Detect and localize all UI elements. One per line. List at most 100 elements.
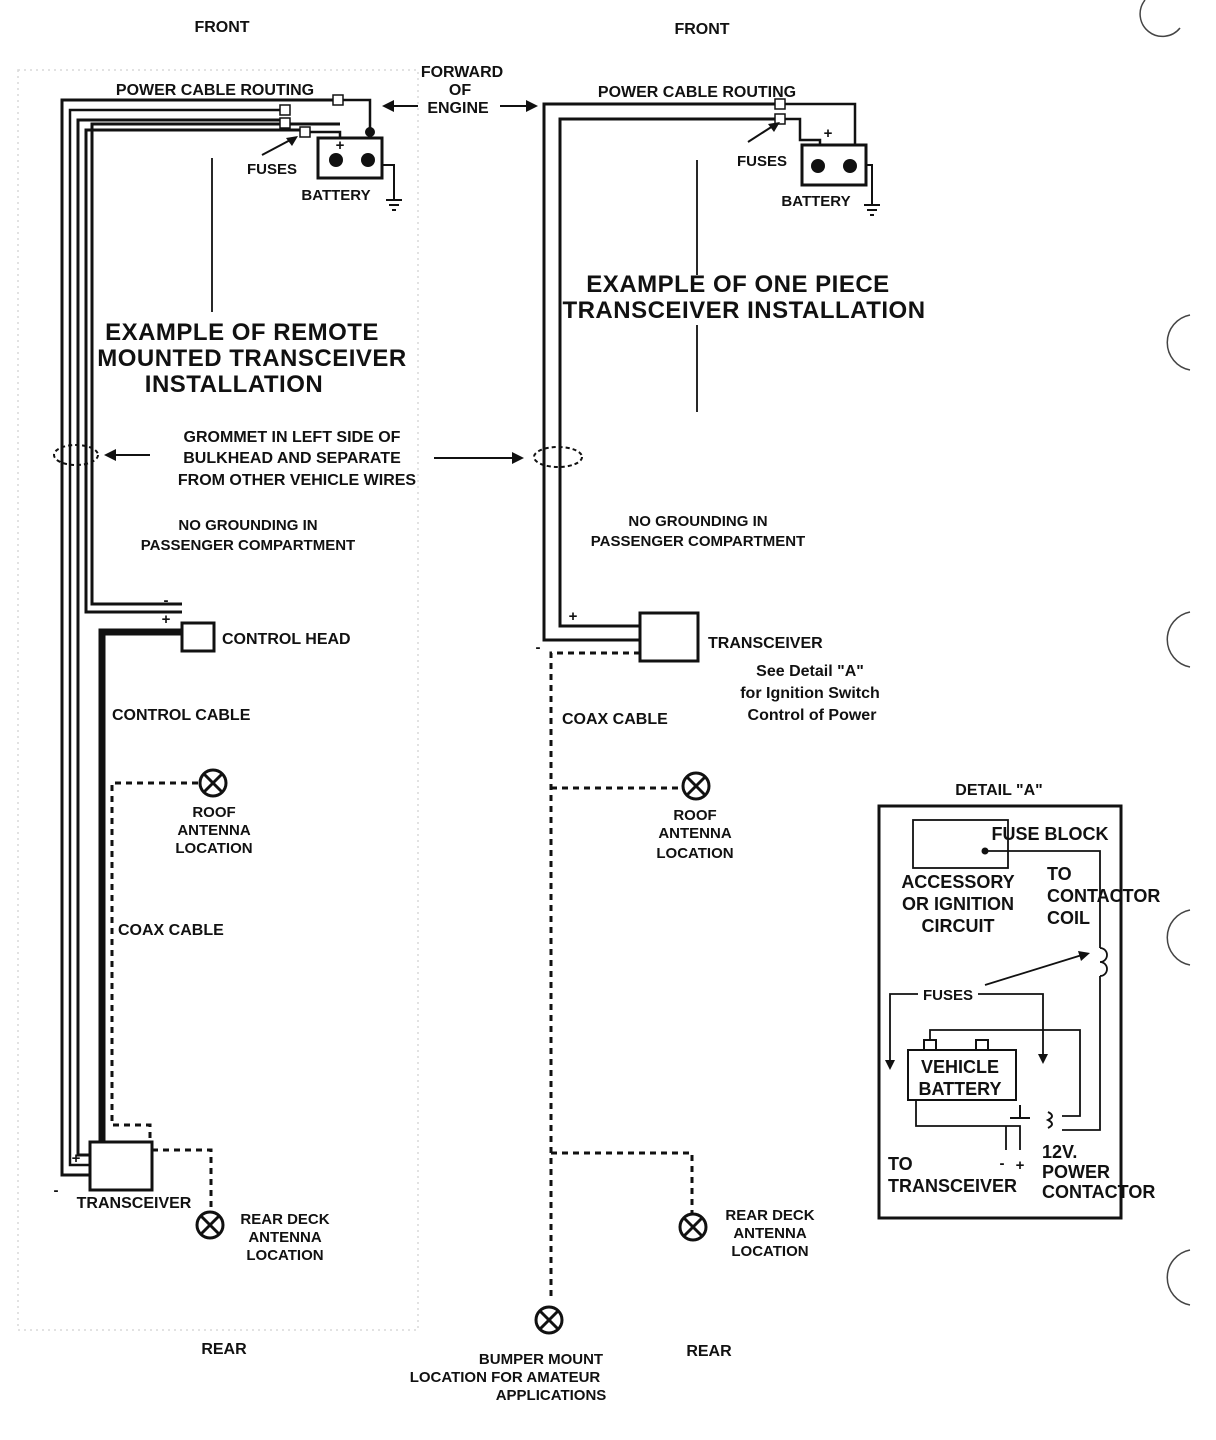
left-rear-deck-antenna-icon [195, 1210, 225, 1240]
detail-title: DETAIL "A" [955, 782, 1042, 799]
left-roof-antenna-line2: ANTENNA [177, 822, 250, 839]
detail-frame [877, 804, 1123, 1220]
bumper-mount-antenna-icon [534, 1305, 564, 1335]
contactor-line1: 12V. [1042, 1142, 1077, 1162]
fuse-holder [774, 113, 786, 125]
fuse-wire [889, 993, 918, 1064]
left-rear-deck-line3: LOCATION [246, 1247, 323, 1264]
vehicle-battery-line1: VEHICLE [921, 1057, 999, 1077]
rear-coax-line [152, 1148, 213, 1212]
right-fuses-label: FUSES [737, 153, 787, 170]
fuse-holder [279, 104, 291, 116]
bumper-line3: APPLICATIONS [496, 1387, 607, 1404]
vehicle-battery-line2: BATTERY [919, 1079, 1002, 1099]
battery-lead [785, 117, 822, 150]
left-front-label: FRONT [194, 19, 249, 36]
control-cable-wire [98, 628, 182, 1145]
left-coax-cable-label: COAX CABLE [118, 922, 224, 939]
to-transceiver-line2: TRANSCEIVER [888, 1176, 1017, 1196]
svg-text:+: + [336, 137, 345, 154]
left-roof-antenna-line3: LOCATION [175, 840, 252, 857]
power-cable-wire [558, 117, 775, 628]
left-power-routing-label: POWER CABLE ROUTING [116, 82, 314, 99]
forward-line1: FORWARD [421, 64, 503, 81]
left-transceiver-minus: - [54, 1182, 59, 1199]
control-cable-label: CONTROL CABLE [112, 707, 251, 724]
left-rear-label: REAR [201, 1341, 247, 1358]
fuses-pointer-head [286, 136, 298, 146]
control-head-minus: - [164, 592, 169, 609]
control-head-plus: + [162, 611, 171, 628]
center-annotations: FORWARD OF ENGINE GROMMET IN LEFT SIDE O… [104, 64, 606, 1404]
left-fuses-label: FUSES [247, 161, 297, 178]
battery-lead [785, 102, 857, 155]
right-roof-antenna-line1: ROOF [673, 807, 716, 824]
detail-a: DETAIL "A" FUSE BLOCK ACCESSORY OR IGNIT… [877, 782, 1160, 1220]
right-no-grounding-line1: NO GROUNDING IN [628, 513, 767, 530]
coax-cable-line [110, 781, 198, 1142]
battery-wire [929, 1029, 1081, 1117]
fuse-block-label: FUSE BLOCK [992, 824, 1109, 844]
fuse-block-box [912, 819, 1009, 869]
right-rear-deck-line1: REAR DECK [725, 1207, 814, 1224]
contactor-pointer-head [1078, 951, 1090, 961]
accessory-line2: OR IGNITION [902, 894, 1014, 914]
vehicle-battery-box [907, 1049, 1017, 1101]
to-contactor-line3: COIL [1047, 908, 1090, 928]
forward-arrow-left-head [382, 100, 394, 112]
power-cable-wire [68, 108, 280, 1167]
right-roof-antenna-icon [681, 771, 711, 801]
fuse-wire [978, 993, 1044, 1058]
contactor-pointer [984, 954, 1083, 986]
right-front-label: FRONT [674, 21, 729, 38]
fuse-holder [332, 94, 344, 106]
left-grommet-icon [53, 444, 99, 466]
coil-wire [985, 850, 1101, 948]
right-rear-deck-line3: LOCATION [731, 1243, 808, 1260]
detail-fuses-label: FUSES [923, 987, 973, 1004]
right-transceiver-label: TRANSCEIVER [708, 635, 823, 652]
right-coax-cable-label: COAX CABLE [562, 711, 668, 728]
bumper-line1: BUMPER MOUNT [479, 1351, 603, 1368]
right-battery-icon: + [800, 125, 880, 216]
contactor-line2: POWER [1042, 1162, 1110, 1182]
right-rear-deck-line2: ANTENNA [733, 1225, 806, 1242]
left-roof-antenna-line1: ROOF [192, 804, 235, 821]
right-transceiver-plus: + [569, 608, 578, 625]
power-cable-wire [90, 122, 340, 606]
accessory-line1: ACCESSORY [901, 872, 1014, 892]
left-rear-deck-line2: ANTENNA [248, 1229, 321, 1246]
left-rear-deck-line1: REAR DECK [240, 1211, 329, 1228]
left-no-grounding-line2: PASSENGER COMPARTMENT [141, 537, 355, 554]
fuse-holder [279, 117, 291, 129]
grommet-line1: GROMMET IN LEFT SIDE OF [184, 429, 401, 446]
coax-cable-line [549, 651, 640, 1300]
right-battery-label: BATTERY [781, 193, 850, 210]
left-title-line1: EXAMPLE OF REMOTE [105, 319, 379, 346]
power-cable-wire [76, 118, 282, 1157]
right-roof-antenna-line2: ANTENNA [658, 825, 731, 842]
to-transceiver-line1: TO [888, 1154, 913, 1174]
battery-lead [343, 98, 372, 130]
detail-transceiver-plus: + [1016, 1157, 1025, 1174]
right-transceiver-minus: - [536, 639, 541, 656]
fuse-holder [774, 98, 786, 110]
left-title-line3: INSTALLATION [145, 371, 323, 398]
scan-border [17, 69, 419, 1331]
forward-line3: ENGINE [427, 100, 489, 117]
left-transceiver-box [88, 1140, 154, 1192]
right-roof-antenna-line3: LOCATION [656, 845, 733, 862]
svg-text:+: + [824, 125, 833, 142]
fuse-arrow-head [1038, 1054, 1048, 1064]
right-rear-deck-antenna-icon [678, 1212, 708, 1242]
coil-icon [1099, 947, 1108, 977]
left-transceiver-plus: + [72, 1150, 81, 1167]
power-cable-wire [84, 128, 300, 614]
right-rear-label: REAR [686, 1343, 732, 1360]
grommet-arrow-right-head [512, 452, 524, 464]
accessory-line3: CIRCUIT [922, 916, 995, 936]
see-detail-line1: See Detail "A" [756, 663, 864, 680]
transceiver-wire [915, 1100, 1021, 1150]
fuses-pointer-head [768, 122, 780, 132]
